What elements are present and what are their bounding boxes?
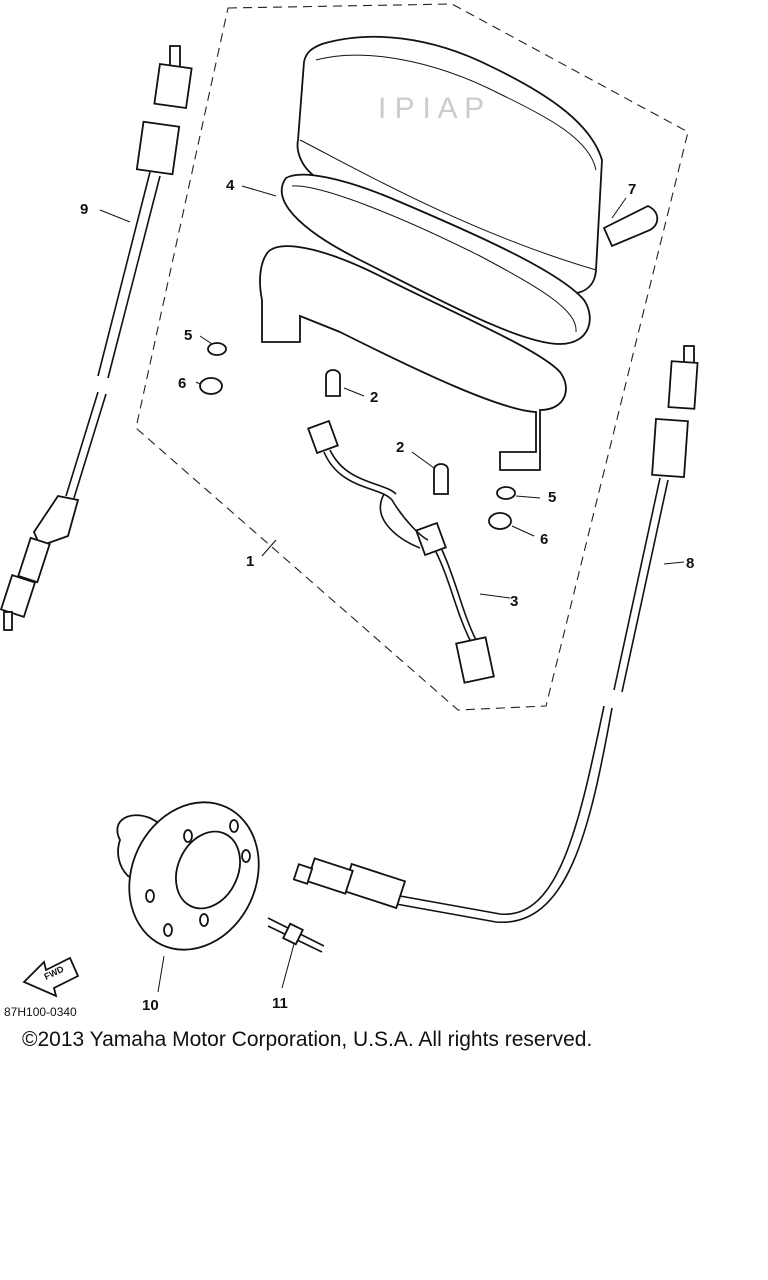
callout-3: 3 [510, 593, 518, 610]
grommet [488, 512, 512, 530]
callout-6: 6 [178, 375, 186, 392]
callout-2: 2 [370, 389, 378, 406]
callout-4: 4 [226, 177, 235, 194]
callout-1: 1 [246, 553, 254, 570]
leader-lines [99, 185, 685, 993]
callout-5: 5 [184, 327, 192, 344]
callout-2: 2 [396, 439, 404, 456]
washer [496, 486, 516, 500]
svg-text:I P I A P: I P I A P [378, 92, 484, 125]
wire-harness [307, 419, 495, 684]
callout-9: 9 [80, 201, 88, 218]
assembly-boundary [135, 3, 689, 711]
callout-10: 10 [142, 997, 159, 1014]
washer [207, 342, 227, 356]
callout-8: 8 [686, 555, 694, 572]
copyright-notice: ©2013 Yamaha Motor Corporation, U.S.A. A… [22, 1028, 593, 1051]
gasket-ring [280, 173, 591, 345]
bulb [433, 463, 449, 495]
callout-7: 7 [628, 181, 636, 198]
callout-11: 11 [272, 995, 288, 1012]
meter-gear-hub [116, 801, 260, 951]
speedometer-cable-lower [292, 345, 699, 923]
meter-bracket [259, 245, 567, 471]
indicator-lens [602, 204, 659, 248]
exploded-view-drawing: I P I A P [0, 3, 699, 1019]
callout-6: 6 [540, 531, 548, 548]
speedometer-cable-upper [0, 45, 193, 631]
forward-arrow-icon: FWD [22, 956, 80, 998]
callout-5: 5 [548, 489, 556, 506]
bulb [325, 369, 341, 397]
drive-pin [267, 917, 325, 953]
drawing-code: 87H100-0340 [4, 1005, 77, 1019]
grommet [199, 377, 223, 395]
